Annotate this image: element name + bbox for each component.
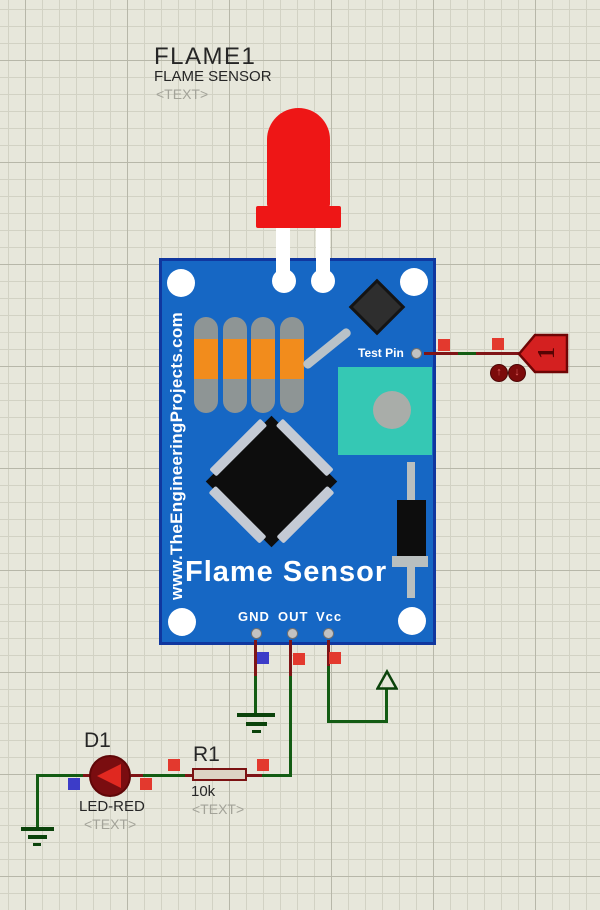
r1-right-stub[interactable] [247, 774, 262, 777]
led-text-placeholder[interactable]: <TEXT> [84, 816, 137, 832]
mounting-hole [167, 269, 195, 297]
smd-diode-body [397, 500, 426, 557]
vcc-pin-stub[interactable] [327, 640, 330, 668]
resistor-value-label[interactable]: 10k [191, 783, 216, 800]
node-marker [257, 652, 269, 664]
out-wire[interactable] [289, 676, 292, 777]
node-marker [168, 759, 180, 771]
ir-led-leg [276, 228, 290, 282]
r1-left-stub[interactable] [185, 774, 192, 777]
smd-resistor [194, 317, 218, 413]
test-pin-label: Test Pin [358, 346, 404, 360]
led-r1-wire[interactable] [143, 774, 185, 777]
led-gnd-wire[interactable] [36, 774, 39, 829]
node-marker [492, 338, 504, 350]
mounting-hole [400, 268, 428, 296]
testpin-wire-segment[interactable] [476, 352, 519, 355]
smd-diode-lead [407, 462, 415, 502]
node-marker [68, 778, 80, 790]
gnd-pin[interactable] [251, 628, 262, 639]
terminal-tag[interactable] [516, 332, 570, 375]
direction-marker-up: ↑ [490, 364, 508, 382]
gnd-wire[interactable] [254, 676, 257, 716]
smd-diode-band [392, 556, 428, 567]
vcc-pin[interactable] [323, 628, 334, 639]
ir-led-dome[interactable] [267, 108, 330, 208]
out-wire[interactable] [262, 774, 291, 777]
flame-part-label[interactable]: FLAME SENSOR [154, 68, 272, 85]
smd-diode-lead [407, 567, 415, 598]
ground-terminal[interactable] [21, 827, 57, 849]
out-pin-stub[interactable] [289, 640, 292, 678]
down-arrow-icon: ↓ [514, 366, 520, 378]
flame-ref-label[interactable]: FLAME1 [154, 43, 257, 70]
pin-label-vcc: Vcc [316, 609, 343, 624]
up-arrow-icon: ↑ [496, 366, 502, 378]
main-ic-chip [205, 415, 338, 548]
vcc-wire[interactable] [327, 666, 330, 723]
smd-resistor [280, 317, 304, 413]
led-part-label[interactable]: LED-RED [79, 798, 145, 815]
vcc-wire[interactable] [385, 688, 388, 723]
ir-led-leg [316, 228, 330, 282]
test-pin[interactable] [411, 348, 422, 359]
led-cathode-stub[interactable] [131, 774, 143, 777]
resistor-text-placeholder[interactable]: <TEXT> [192, 801, 245, 817]
smd-resistor [223, 317, 247, 413]
board-website-text: www.TheEngineeringProjects.com [167, 312, 186, 600]
testpin-wire-segment[interactable] [424, 352, 458, 355]
small-ic-chip [348, 278, 406, 336]
silk-diagonal-line [301, 326, 353, 371]
mounting-hole [168, 608, 196, 636]
direction-marker-down: ↓ [508, 364, 526, 382]
board-title: Flame Sensor [185, 556, 388, 588]
out-pin[interactable] [287, 628, 298, 639]
node-marker [329, 652, 341, 664]
node-marker [293, 653, 305, 665]
node-marker [438, 339, 450, 351]
terminal-tag-number: 1 [534, 347, 560, 359]
led-anode-stub[interactable] [83, 774, 91, 777]
ir-led-flange[interactable] [256, 206, 341, 228]
pin-label-out: OUT [278, 609, 309, 624]
testpin-wire-segment[interactable] [458, 352, 476, 355]
flame-text-placeholder[interactable]: <TEXT> [156, 86, 209, 102]
potentiometer-knob [373, 391, 411, 429]
resistor-ref-label[interactable]: R1 [193, 743, 220, 766]
flame-sensor-board[interactable]: Test Pin Flame Sensor www.TheEngineering… [159, 258, 436, 645]
vcc-wire[interactable] [327, 720, 388, 723]
mounting-hole [398, 607, 426, 635]
gnd-pin-stub[interactable] [254, 640, 257, 678]
resistor-r1-body[interactable] [192, 768, 247, 781]
smd-resistor [251, 317, 275, 413]
pin-label-gnd: GND [238, 609, 270, 624]
led-d1-triangle-icon [97, 764, 121, 788]
power-terminal[interactable] [376, 669, 398, 691]
led-d1-body[interactable] [89, 755, 131, 797]
ground-terminal[interactable] [237, 713, 277, 735]
led-ref-label[interactable]: D1 [84, 729, 111, 752]
led-gnd-wire[interactable] [37, 774, 84, 777]
node-marker [257, 759, 269, 771]
node-marker [140, 778, 152, 790]
